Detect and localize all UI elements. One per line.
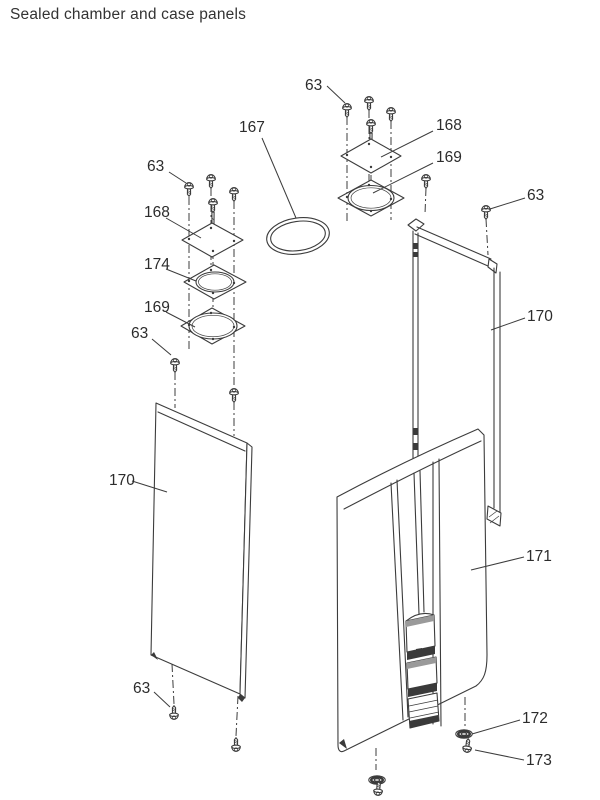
callout-label: 167 (239, 119, 265, 136)
callout-label: 170 (109, 472, 135, 489)
callout-label: 170 (527, 308, 553, 325)
screw-63 (229, 187, 239, 202)
screw-63 (170, 358, 180, 373)
washer-172 (454, 728, 474, 740)
screw-173 (461, 737, 474, 754)
screw-63 (366, 119, 376, 134)
callout-63-top-left: 63 (147, 158, 187, 184)
screw-63 (481, 205, 491, 220)
side-panel-170-left (150, 358, 253, 752)
callout-167: 167 (239, 119, 297, 219)
callout-169-right: 169 (372, 149, 462, 194)
screw-63 (386, 107, 396, 122)
screw-63 (364, 96, 374, 111)
callout-172: 172 (471, 710, 548, 735)
callout-label: 173 (526, 752, 552, 769)
callout-63-bottom-left: 63 (133, 680, 171, 708)
callout-label: 63 (305, 77, 322, 94)
bottom-fasteners (367, 697, 474, 797)
screw-63 (169, 705, 179, 720)
plate-168 (181, 222, 244, 258)
callout-171: 171 (470, 548, 552, 571)
callout-169-left: 169 (144, 299, 196, 328)
callout-label: 63 (147, 158, 164, 175)
callout-label: 63 (133, 680, 150, 697)
callout-label: 169 (436, 149, 462, 166)
callout-63-top-right: 63 (305, 77, 346, 104)
flange-169 (337, 179, 405, 217)
control-recess (390, 458, 442, 727)
front-panel-171 (336, 428, 488, 753)
callout-170-left: 170 (109, 472, 168, 493)
callouts: 63 167 168 169 63 63 (109, 77, 553, 769)
callout-label: 169 (144, 299, 170, 316)
callout-63-right: 63 (489, 187, 544, 210)
callout-label: 63 (527, 187, 544, 204)
screw-63 (231, 737, 241, 752)
callout-label: 171 (526, 548, 552, 565)
screw-63 (208, 198, 218, 213)
vent-slots (405, 612, 440, 729)
gasket-174 (183, 264, 247, 300)
o-ring-167 (266, 217, 330, 255)
callout-label: 63 (131, 325, 148, 342)
screw-63 (229, 388, 239, 403)
plate-168 (340, 138, 402, 174)
callout-168-right: 168 (380, 117, 462, 158)
side-panel-170-right (407, 218, 502, 527)
callout-174: 174 (144, 256, 197, 282)
fastener-assembly-top-right (337, 96, 491, 256)
callout-label: 172 (522, 710, 548, 727)
callout-label: 168 (436, 117, 462, 134)
screw-63 (421, 174, 431, 189)
screw-63 (342, 103, 352, 118)
screw-63 (206, 174, 216, 189)
page-title: Sealed chamber and case panels (10, 6, 247, 23)
callout-168-left: 168 (144, 204, 202, 239)
callout-label: 174 (144, 256, 170, 273)
callout-170-right: 170 (490, 308, 553, 331)
fastener-assembly-top-left (180, 174, 247, 385)
callout-173: 173 (474, 749, 552, 769)
callout-label: 168 (144, 204, 170, 221)
washer-172 (367, 774, 387, 786)
flange-169 (180, 307, 246, 345)
callout-63-left-mid: 63 (131, 325, 172, 356)
screw-63 (184, 182, 194, 197)
